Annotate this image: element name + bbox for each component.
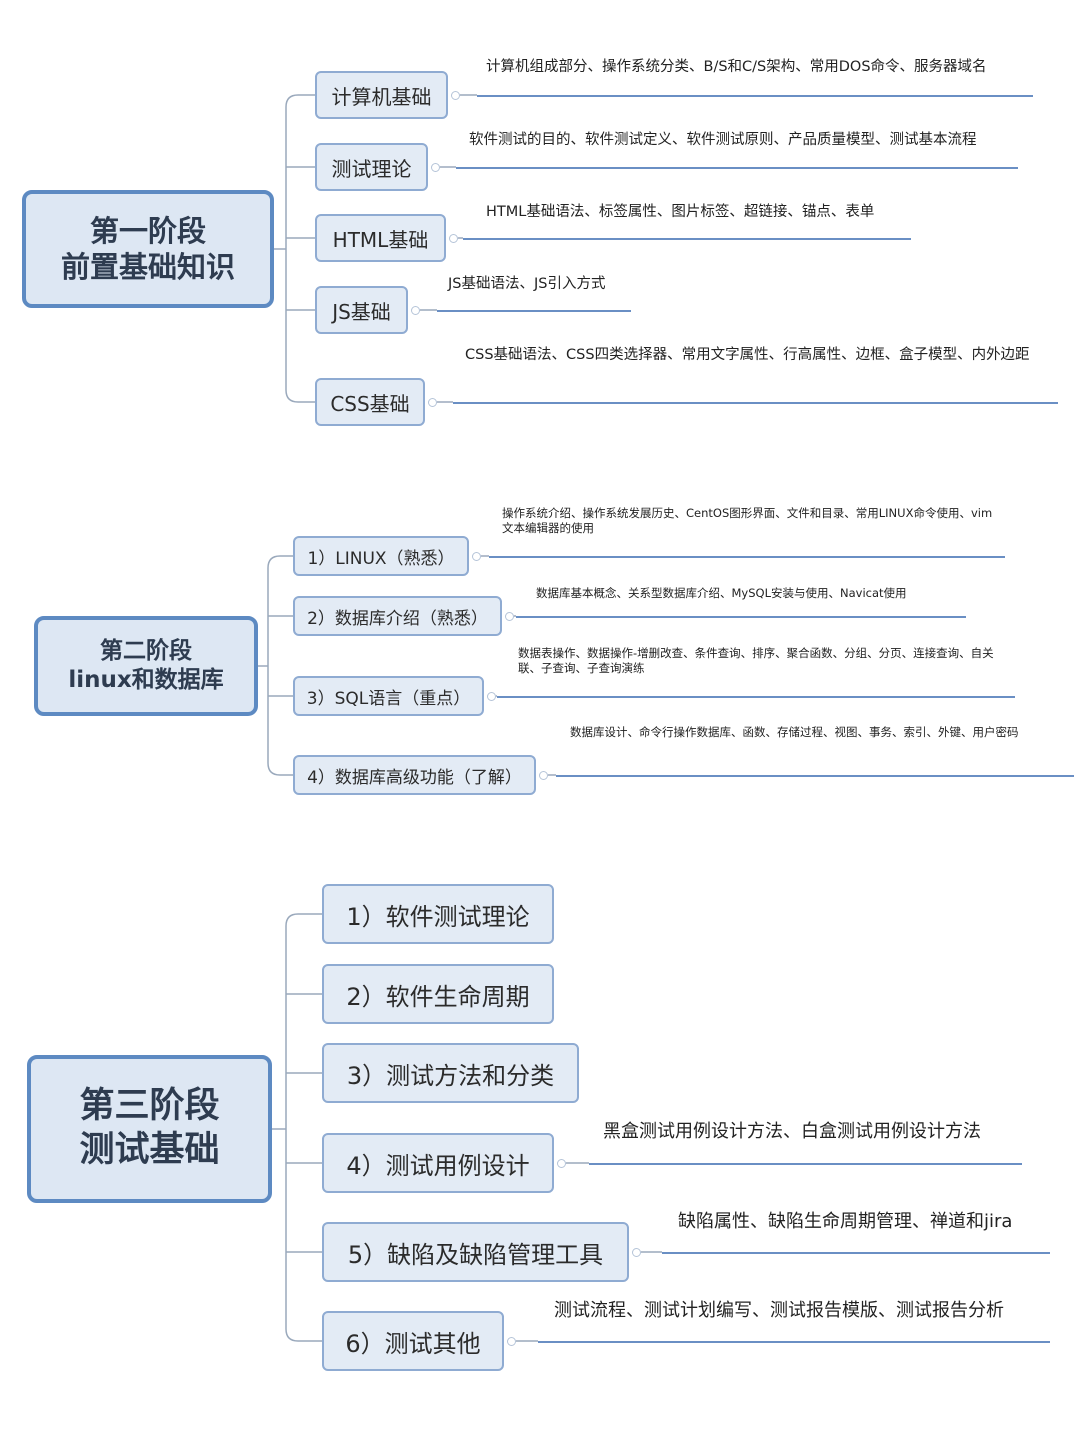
topic-node[interactable]: 5）缺陷及缺陷管理工具 [322,1222,629,1282]
topic-detail: JS基础语法、JS引入方式 [448,276,606,292]
detail-underline [463,238,911,240]
detail-underline [589,1163,1022,1165]
topic-node[interactable]: 1）软件测试理论 [322,884,554,944]
topic-detail: 缺陷属性、缺陷生命周期管理、禅道和jira [678,1211,1013,1232]
topic-node[interactable]: 2）数据库介绍（熟悉） [293,596,502,636]
topic-detail: 计算机组成部分、操作系统分类、B/S和C/S架构、常用DOS命令、服务器域名 [486,59,987,75]
detail-underline [437,310,631,312]
topic-node[interactable]: 4）数据库高级功能（了解） [293,755,536,795]
collapse-toggle[interactable] [557,1159,566,1168]
collapse-toggle[interactable] [505,612,514,621]
topic-detail: 软件测试的目的、软件测试定义、软件测试原则、产品质量模型、测试基本流程 [469,132,977,148]
stage-title-line1: 第三阶段 [79,1086,220,1127]
detail-underline [556,775,1074,777]
topic-detail: 操作系统介绍、操作系统发展历史、CentOS图形界面、文件和目录、常用LINUX… [502,506,993,535]
topic-detail: HTML基础语法、标签属性、图片标签、超链接、锚点、表单 [486,204,875,220]
stage-title-line1: 第一阶段 [89,213,206,248]
topic-detail: 测试流程、测试计划编写、测试报告模版、测试报告分析 [554,1300,1004,1321]
topic-node[interactable]: 3）测试方法和分类 [322,1043,579,1103]
topic-node[interactable]: 2）软件生命周期 [322,964,554,1024]
collapse-toggle[interactable] [449,234,458,243]
topic-node[interactable]: 3）SQL语言（重点） [293,676,484,716]
branch-line [285,94,315,108]
collapse-toggle[interactable] [539,771,548,780]
detail-underline [453,402,1058,404]
branch-line [267,555,293,569]
stage-1-root[interactable]: 第一阶段前置基础知识 [22,190,274,308]
topic-node[interactable]: CSS基础 [315,378,425,426]
topic-node[interactable]: 测试理论 [315,143,428,191]
topic-node[interactable]: HTML基础 [315,214,446,262]
detail-underline [497,696,1015,698]
topic-detail: 黑盒测试用例设计方法、白盒测试用例设计方法 [603,1121,981,1142]
branch-line [285,389,315,403]
stage-3-root[interactable]: 第三阶段测试基础 [27,1055,272,1203]
topic-node[interactable]: JS基础 [315,286,408,334]
collapse-toggle[interactable] [472,552,481,561]
topic-node[interactable]: 4）测试用例设计 [322,1133,554,1193]
stage-title-line2: 前置基础知识 [60,250,235,284]
collapse-toggle[interactable] [632,1248,641,1257]
collapse-toggle[interactable] [507,1337,516,1346]
collapse-toggle[interactable] [431,163,440,172]
detail-underline [489,556,1005,558]
collapse-toggle[interactable] [451,91,460,100]
topic-detail: 数据库基本概念、关系型数据库介绍、MySQL安装与使用、Navicat使用 [536,586,907,600]
topic-detail: CSS基础语法、CSS四类选择器、常用文字属性、行高属性、边框、盒子模型、内外边… [465,347,1030,363]
branch-line [285,913,322,927]
detail-underline [477,95,1033,97]
detail-underline [662,1252,1050,1254]
collapse-toggle[interactable] [428,398,437,407]
stage-title-line2: linux和数据库 [68,667,224,693]
topic-node[interactable]: 计算机基础 [315,71,448,119]
collapse-toggle[interactable] [487,692,496,701]
topic-detail: 数据库设计、命令行操作数据库、函数、存储过程、视图、事务、索引、外键、用户密码 [570,725,1019,739]
detail-underline [516,616,966,618]
collapse-toggle[interactable] [411,306,420,315]
branch-line [267,762,293,776]
detail-underline [456,167,1018,169]
detail-underline [538,1341,1050,1343]
stage-title-line1: 第二阶段 [100,638,192,665]
topic-node[interactable]: 6）测试其他 [322,1311,504,1371]
topic-node[interactable]: 1）LINUX（熟悉） [293,536,469,576]
topic-detail: 数据表操作、数据操作-增删改查、条件查询、排序、聚合函数、分组、分页、连接查询、… [518,646,994,675]
stage-title-line2: 测试基础 [79,1130,220,1170]
branch-line [285,1328,322,1342]
